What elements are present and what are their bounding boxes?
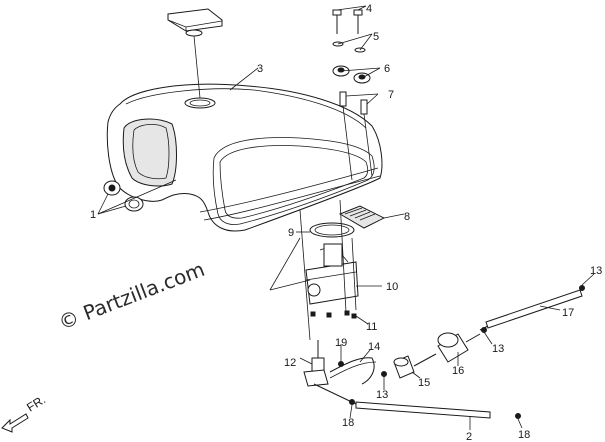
direction-label: FR. bbox=[24, 392, 48, 414]
callout-12: 12 bbox=[284, 357, 296, 369]
fuel-hose-17[interactable] bbox=[479, 289, 583, 331]
clamp-13a[interactable] bbox=[381, 371, 387, 377]
callout-6: 6 bbox=[384, 63, 390, 75]
fuel-tank[interactable] bbox=[106, 83, 383, 232]
fuel-pump-assembly-10[interactable] bbox=[305, 243, 359, 305]
callout-9: 9 bbox=[288, 227, 294, 239]
callout-7: 7 bbox=[388, 89, 394, 101]
callout-18a: 18 bbox=[342, 417, 354, 429]
bolt-4b[interactable] bbox=[353, 9, 363, 34]
clamp-18a[interactable] bbox=[349, 399, 355, 405]
callout-17: 17 bbox=[562, 307, 574, 319]
callout-13b: 13 bbox=[492, 343, 504, 355]
front-arrow-icon bbox=[1, 413, 29, 433]
callout-3: 3 bbox=[257, 63, 263, 75]
callout-10: 10 bbox=[386, 281, 398, 293]
callout-5: 5 bbox=[373, 31, 379, 43]
bolt-4a[interactable] bbox=[332, 9, 342, 34]
callout-11: 11 bbox=[366, 321, 377, 333]
callout-13c: 13 bbox=[590, 265, 602, 277]
clamp-18b[interactable] bbox=[515, 413, 521, 419]
callout-1: 1 bbox=[90, 209, 96, 221]
callout-16: 16 bbox=[452, 365, 464, 377]
fuel-valve-12[interactable] bbox=[303, 340, 329, 387]
callout-18b: 18 bbox=[518, 429, 530, 441]
gasket-9[interactable] bbox=[309, 222, 355, 238]
fuel-hose-2[interactable] bbox=[313, 383, 491, 419]
callout-13a: 13 bbox=[376, 389, 388, 401]
screws-11[interactable] bbox=[310, 310, 357, 319]
collar-7b[interactable] bbox=[360, 99, 368, 115]
callout-4: 4 bbox=[366, 3, 372, 15]
clamp-19[interactable] bbox=[338, 361, 344, 367]
watermark: © Partzilla.com bbox=[55, 257, 208, 335]
leader-lines bbox=[97, 5, 595, 430]
fuel-hose-14[interactable] bbox=[329, 357, 375, 385]
callout-19: 19 bbox=[335, 337, 347, 349]
fuel-filter-16[interactable] bbox=[413, 332, 481, 367]
callout-14: 14 bbox=[368, 341, 380, 353]
clamp-13c[interactable] bbox=[579, 285, 585, 291]
connector-15[interactable] bbox=[393, 355, 415, 379]
fuel-cap[interactable] bbox=[167, 8, 223, 37]
callout-2: 2 bbox=[466, 431, 472, 442]
collar-7a[interactable] bbox=[339, 91, 347, 107]
grommet-1b[interactable] bbox=[124, 196, 144, 212]
callout-15: 15 bbox=[418, 377, 430, 389]
grommet-1a[interactable] bbox=[103, 180, 121, 196]
callout-8: 8 bbox=[404, 211, 410, 223]
